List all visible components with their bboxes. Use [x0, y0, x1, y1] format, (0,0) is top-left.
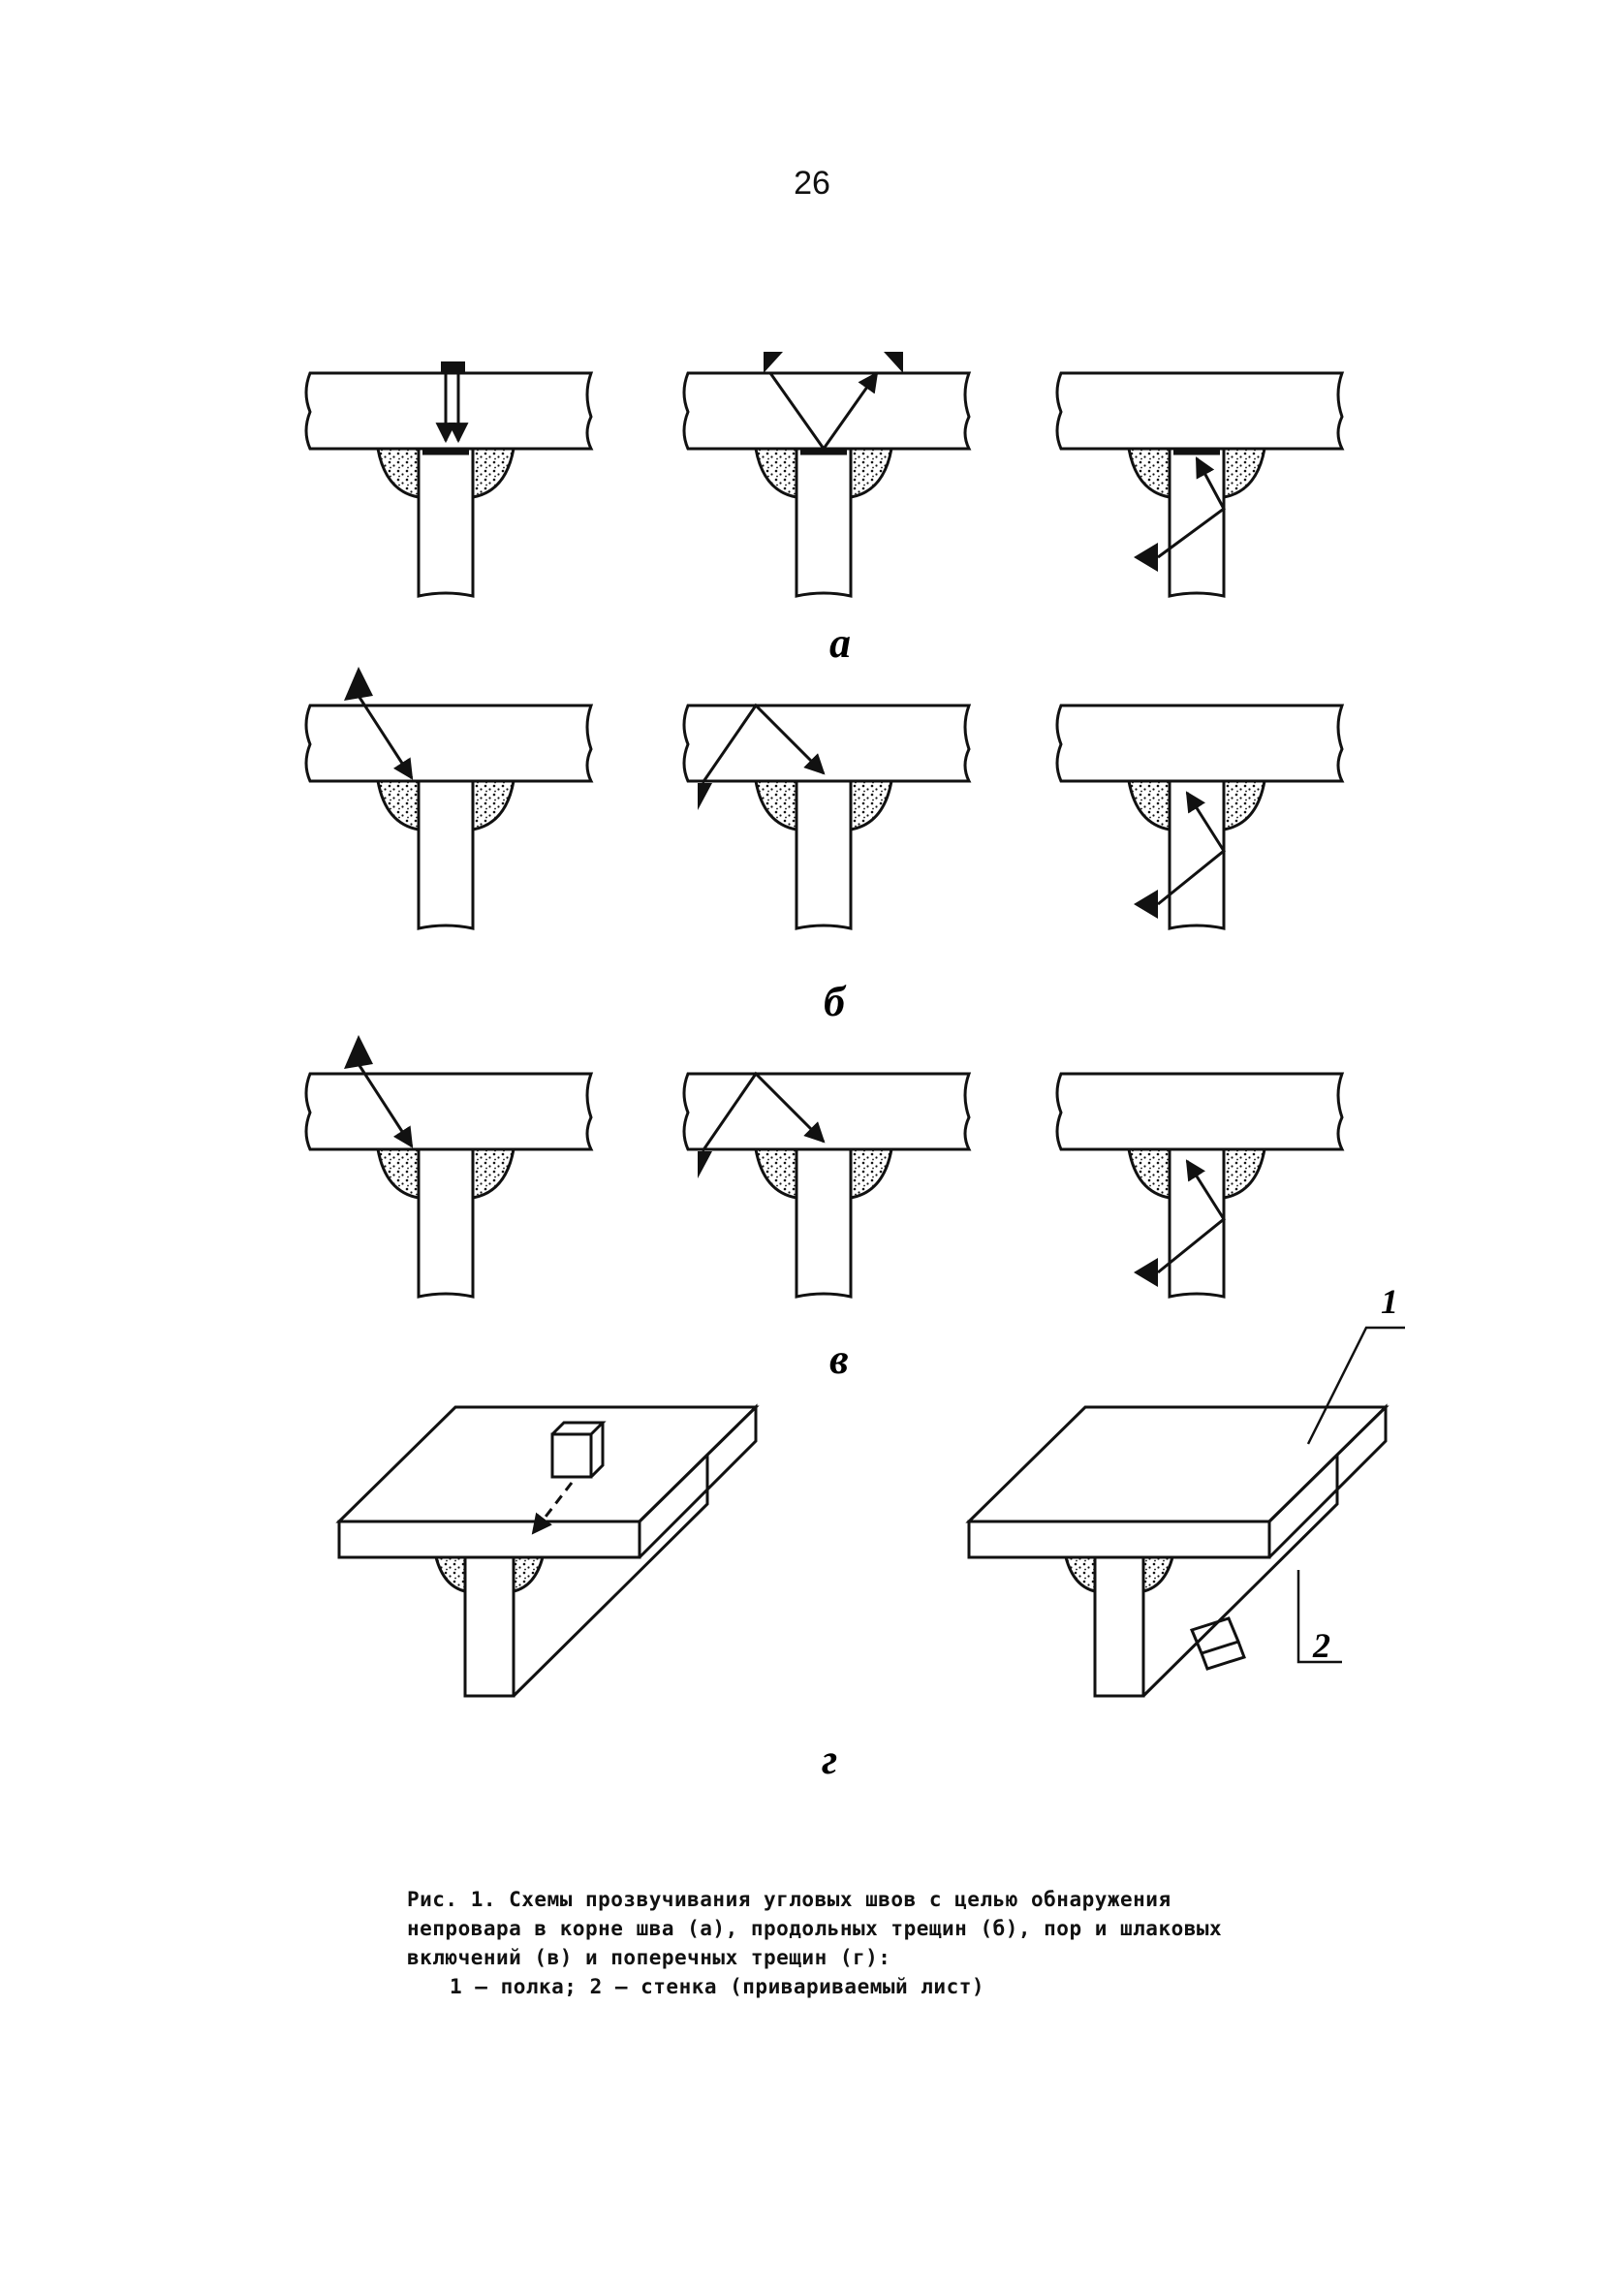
- t-joint: [682, 703, 972, 930]
- web-plate: [1168, 449, 1226, 598]
- flange-front: [337, 1520, 641, 1559]
- web-side: [1141, 1456, 1339, 1698]
- weld-right: [1141, 1555, 1174, 1593]
- flange-side: [638, 1403, 758, 1559]
- weld-right: [849, 779, 893, 831]
- weld-right: [471, 1147, 515, 1200]
- probe: [1134, 1258, 1158, 1287]
- row-label-a: а: [829, 619, 851, 667]
- flange-plate: [304, 371, 594, 451]
- flange-plate: [1055, 371, 1345, 451]
- sound-beam: [1157, 456, 1226, 559]
- web-plate: [1168, 781, 1226, 930]
- web-plate: [795, 449, 853, 598]
- web-plate: [417, 781, 475, 930]
- probe-top: [550, 1421, 607, 1479]
- weld-right: [471, 779, 515, 831]
- leader-web: [1296, 1570, 1342, 1664]
- probe: [884, 352, 903, 373]
- t-joint: [1055, 371, 1345, 598]
- web-plate: [417, 1149, 475, 1299]
- probe: [441, 361, 465, 373]
- sound-beam: [357, 695, 414, 780]
- probe: [344, 1035, 373, 1069]
- web-plate: [795, 781, 853, 930]
- weld-right: [849, 447, 893, 499]
- weld-left: [434, 1555, 467, 1593]
- sound-beam: [357, 1063, 414, 1148]
- sound-beam: [701, 703, 826, 784]
- web-plate: [1168, 1149, 1226, 1299]
- weld-left: [1127, 447, 1171, 499]
- part-label-flange: 1: [1381, 1282, 1398, 1321]
- probe: [1134, 543, 1158, 572]
- weld-left: [754, 1147, 798, 1200]
- flange-side: [1267, 1403, 1388, 1559]
- sound-beam: [701, 1071, 826, 1152]
- probe: [698, 1151, 712, 1178]
- sound-beam: [1157, 1159, 1226, 1274]
- iso-t-joint: [965, 1403, 1390, 1698]
- web-plate: [795, 1149, 853, 1299]
- scan-direction: [531, 1482, 574, 1535]
- weld-left: [1064, 1555, 1097, 1593]
- sound-beam: [1157, 791, 1226, 906]
- row-label-c: в: [829, 1335, 849, 1383]
- probe-side: [1189, 1616, 1246, 1671]
- probe: [698, 783, 712, 810]
- weld-left: [376, 779, 421, 831]
- weld-right: [1222, 1147, 1266, 1200]
- web-plate: [417, 449, 475, 598]
- weld-right: [1222, 779, 1266, 831]
- flange-plate: [1055, 704, 1345, 783]
- flange-plate: [682, 1072, 972, 1151]
- flange-plate: [682, 371, 972, 451]
- sound-beam: [768, 371, 879, 452]
- flange-front: [967, 1520, 1271, 1559]
- row-label-d: г: [822, 1736, 837, 1783]
- weld-left: [376, 1147, 421, 1200]
- leader-flange: [1306, 1326, 1405, 1445]
- weld-left: [376, 447, 421, 499]
- flange-plate: [682, 704, 972, 783]
- row-label-b: б: [824, 978, 847, 1025]
- weld-right: [1222, 447, 1266, 499]
- flange-plate: [304, 704, 594, 783]
- probe: [1134, 890, 1158, 919]
- weld-left: [1127, 779, 1171, 831]
- t-joint: [304, 667, 594, 930]
- part-label-web: 2: [1312, 1626, 1330, 1665]
- t-joint: [682, 1071, 972, 1299]
- web-front: [1093, 1557, 1145, 1698]
- web-front: [463, 1557, 515, 1698]
- t-joint: [1055, 704, 1345, 930]
- page-number: 26: [794, 165, 830, 202]
- weld-right: [512, 1555, 545, 1593]
- weld-right: [471, 447, 515, 499]
- flange-plate: [1055, 1072, 1345, 1151]
- weld-left: [754, 779, 798, 831]
- web-side: [512, 1456, 709, 1698]
- weld-left: [1127, 1147, 1171, 1200]
- figure-caption: Рис. 1. Схемы прозвучивания угловых швов…: [407, 1885, 1279, 2001]
- probe: [764, 352, 783, 373]
- iso-t-joint: [335, 1403, 760, 1698]
- flange-plate: [304, 1072, 594, 1151]
- t-joint: [682, 352, 972, 598]
- t-joint: [1055, 1072, 1345, 1299]
- t-joint: [304, 361, 594, 598]
- weld-left: [754, 447, 798, 499]
- caption-legend: 1 – полка; 2 – стенка (привариваемый лис…: [450, 1975, 985, 1998]
- t-joint: [304, 1035, 594, 1299]
- probe: [344, 667, 373, 701]
- weld-right: [849, 1147, 893, 1200]
- caption-text: Рис. 1. Схемы прозвучивания угловых швов…: [407, 1888, 1223, 1969]
